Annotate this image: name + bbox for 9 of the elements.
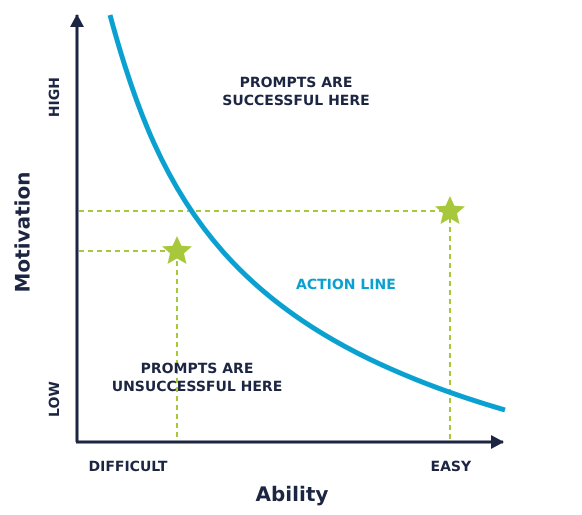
axis-label: EASY xyxy=(430,458,472,476)
axis-title: Motivation xyxy=(9,172,35,292)
region-label: PROMPTS ARE SUCCESSFUL HERE xyxy=(221,74,371,110)
axis-label: LOW xyxy=(46,381,64,417)
axis-label: DIFFICULT xyxy=(88,458,168,476)
region-label: PROMPTS ARE UNSUCCESSFUL HERE xyxy=(110,360,284,396)
axis-title: Ability xyxy=(256,481,328,507)
curve-label: ACTION LINE xyxy=(296,276,396,294)
axis-label: HIGH xyxy=(46,77,64,118)
